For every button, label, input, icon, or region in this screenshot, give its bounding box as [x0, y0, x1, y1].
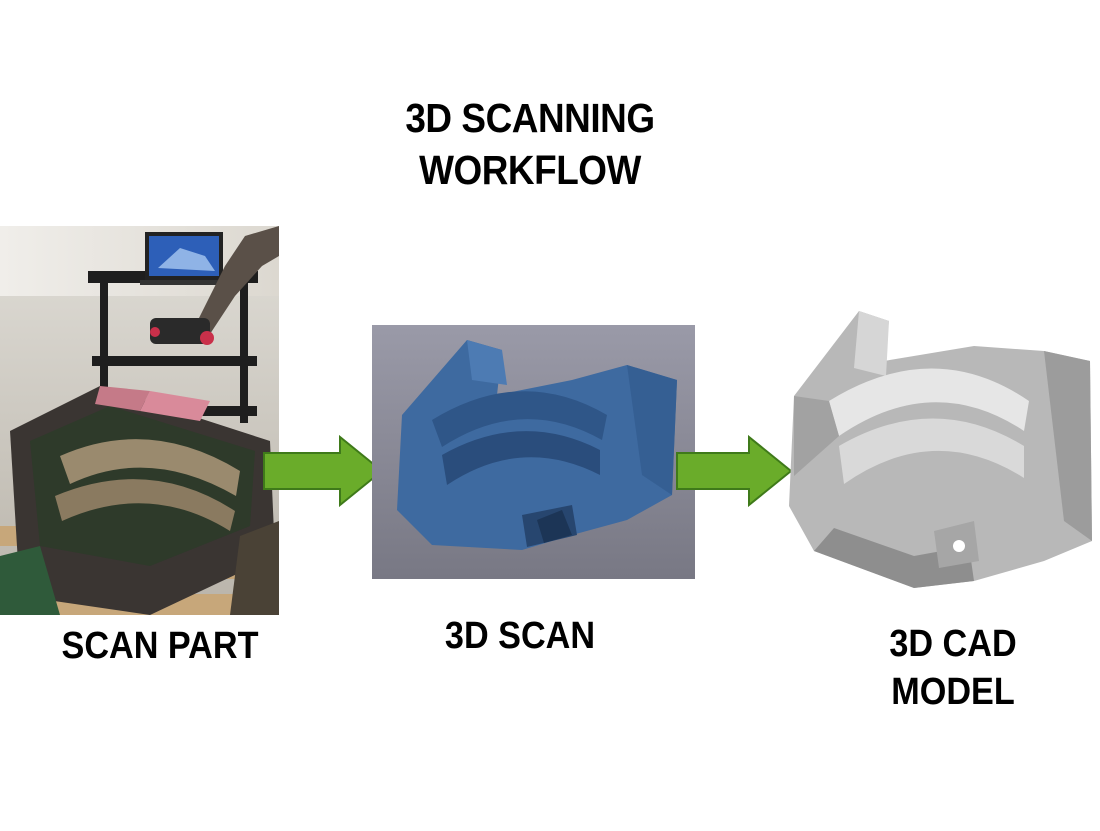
arrow-scan-to-mesh	[262, 434, 384, 508]
caption-3d-cad-model: 3D CAD MODEL	[842, 620, 1063, 716]
scan-mesh-part	[397, 340, 677, 550]
arrow-shape	[263, 434, 384, 508]
caption-3d-scan: 3D SCAN	[403, 612, 637, 660]
title-line-2: WORKFLOW	[419, 147, 641, 193]
caption-cad-line-2: MODEL	[891, 671, 1015, 713]
arrow-mesh-to-cad	[675, 434, 793, 508]
person-arm	[195, 226, 279, 334]
title-line-1: 3D SCANNING	[405, 95, 655, 141]
caption-cad-line-1: 3D CAD	[889, 623, 1017, 665]
arrow-shape	[676, 434, 793, 508]
laptop	[140, 232, 228, 285]
scanned-part	[0, 386, 279, 615]
caption-3d-scan-line-1: 3D SCAN	[444, 615, 596, 657]
caption-scan-part-line-1: SCAN PART	[61, 625, 259, 667]
3d-scan-image	[372, 325, 695, 579]
diagram-title: 3D SCANNING WORKFLOW	[350, 92, 710, 196]
caption-scan-part: SCAN PART	[43, 622, 277, 670]
cad-model-part	[789, 311, 1092, 588]
handheld-scanner	[150, 318, 214, 345]
scan-part-photo	[0, 226, 279, 615]
cad-model-image	[774, 306, 1100, 594]
